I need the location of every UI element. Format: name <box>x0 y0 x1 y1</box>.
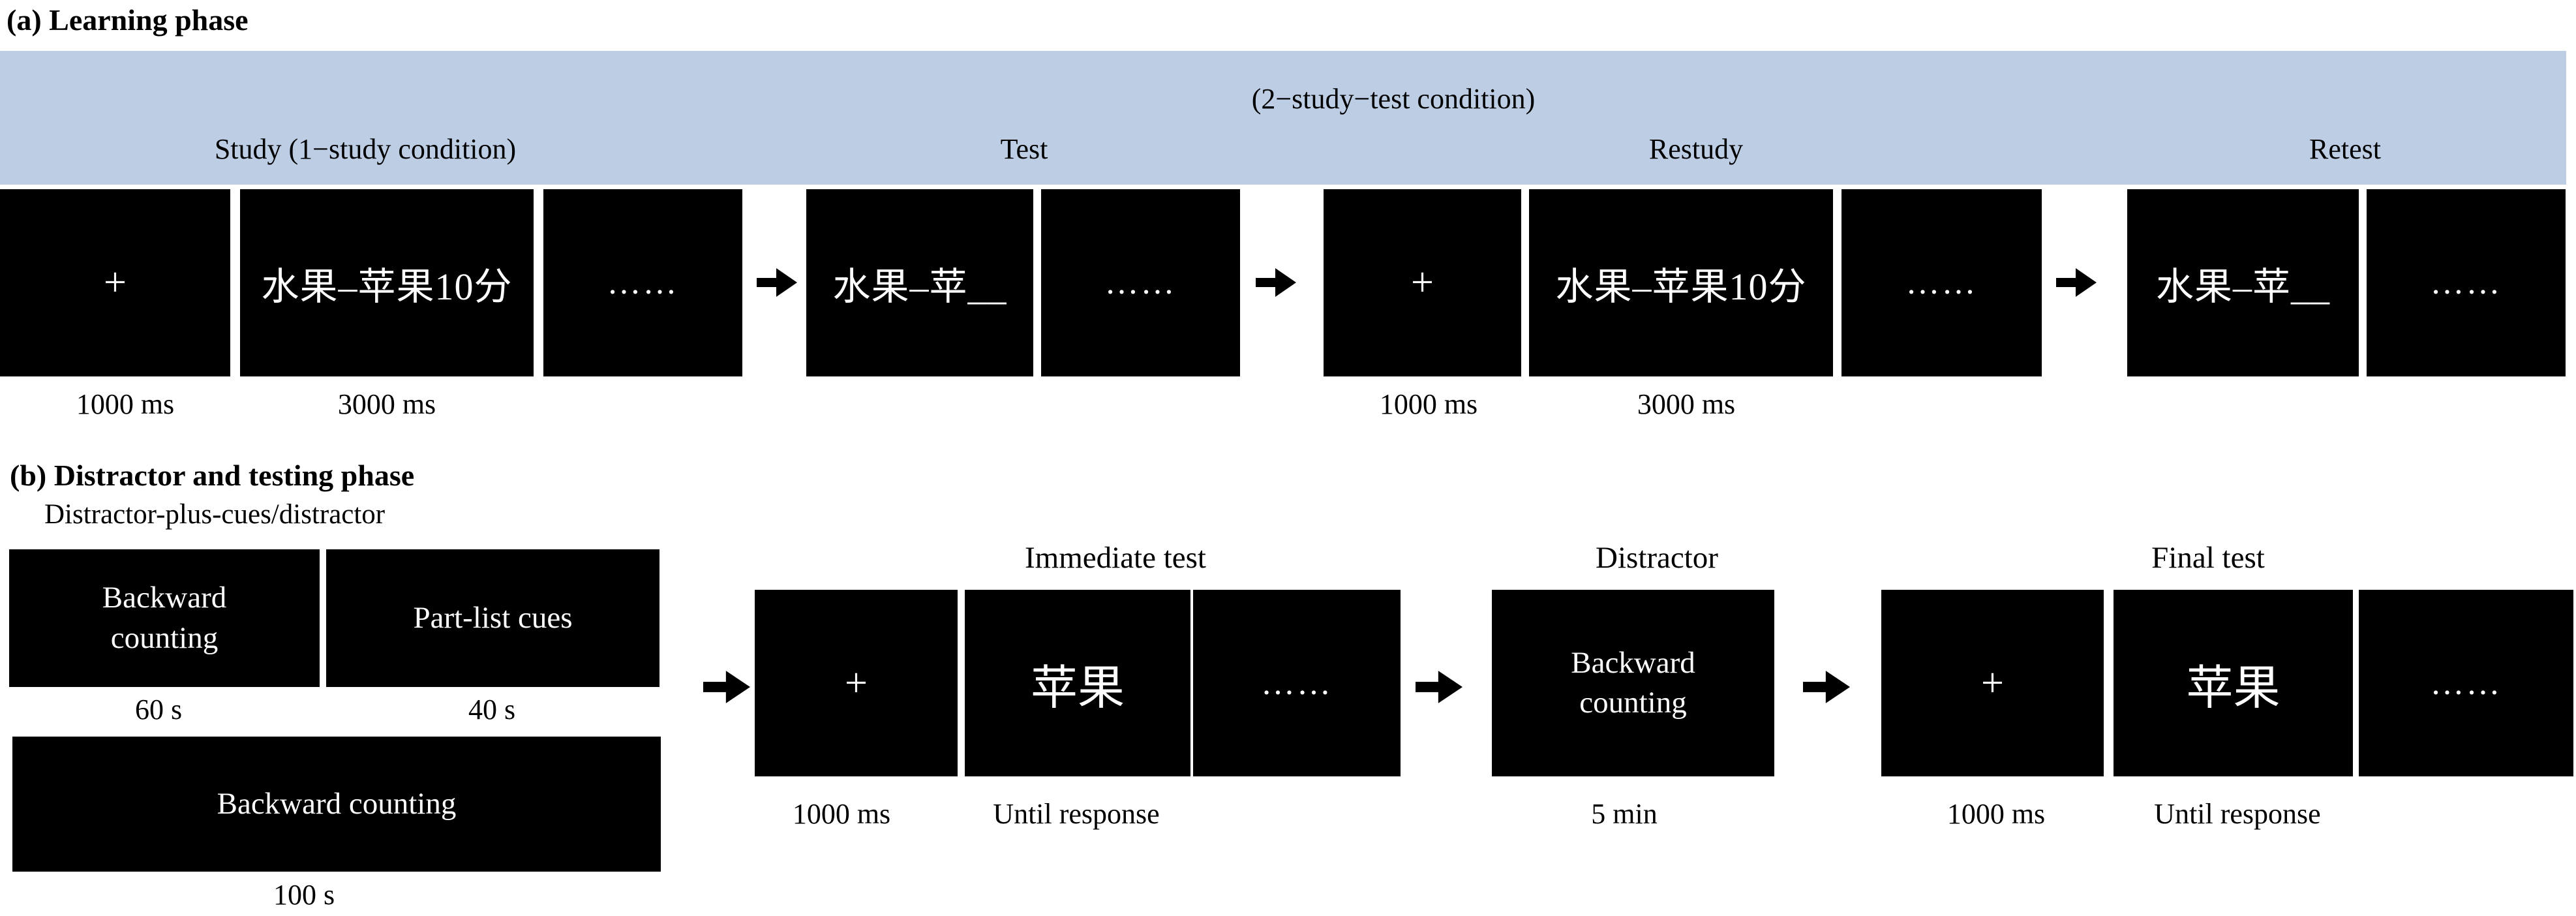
retest-cue-screen: 水果–苹__ <box>2127 189 2359 376</box>
final-fixation-screen: + <box>1881 590 2104 776</box>
distractor-backward-counting-screen: Backward counting <box>1492 590 1774 776</box>
timing-label: 1000 ms <box>1379 388 1478 420</box>
learning-phase-band: Study (1−study condition) Test (2−study−… <box>0 51 2566 185</box>
band-label-test: Test <box>1000 133 1048 165</box>
section-b-subtitle: Distractor-plus-cues/distractor <box>44 499 386 530</box>
timing-label: 1000 ms <box>792 798 891 830</box>
restudy-fixation-screen: + <box>1324 189 1521 376</box>
retest-ellipsis-screen: …… <box>2367 189 2566 376</box>
arrow-right-icon <box>1256 267 1296 298</box>
timing-label: 1000 ms <box>1947 798 2046 830</box>
study-ellipsis-screen: …… <box>543 189 742 376</box>
duration-label: 100 s <box>273 879 335 911</box>
immediate-cue-screen: 苹果 <box>965 590 1190 776</box>
duration-label: 5 min <box>1591 798 1658 830</box>
final-test-title: Final test <box>2151 541 2265 575</box>
backward-counting-screen: Backward counting <box>9 549 320 687</box>
band-label-2-study-test-condition: (2−study−test condition) <box>1251 83 1536 115</box>
timing-label: 3000 ms <box>337 388 436 420</box>
test-ellipsis-screen: …… <box>1041 189 1240 376</box>
section-a-title: (a) Learning phase <box>7 3 249 37</box>
study-pair-screen: 水果–苹果10分 <box>240 189 534 376</box>
band-label-retest: Retest <box>2309 133 2381 165</box>
band-label-study: Study (1−study condition) <box>214 133 517 165</box>
arrow-right-icon <box>1416 670 1462 704</box>
study-fixation-screen: + <box>0 189 230 376</box>
band-label-restudy: Restudy <box>1648 133 1744 165</box>
test-cue-screen: 水果–苹__ <box>806 189 1033 376</box>
restudy-ellipsis-screen: …… <box>1841 189 2042 376</box>
timing-label: Until response <box>2154 798 2321 830</box>
restudy-pair-screen: 水果–苹果10分 <box>1529 189 1833 376</box>
immediate-ellipsis-screen: …… <box>1193 590 1401 776</box>
distractor-title: Distractor <box>1596 541 1718 575</box>
timing-label: 3000 ms <box>1637 388 1736 420</box>
arrow-right-icon <box>2056 267 2097 298</box>
final-ellipsis-screen: …… <box>2359 590 2573 776</box>
duration-label: 40 s <box>468 694 516 725</box>
timing-label: 1000 ms <box>76 388 175 420</box>
arrow-right-icon <box>1803 670 1850 704</box>
duration-label: 60 s <box>134 694 183 725</box>
immediate-test-title: Immediate test <box>1025 541 1206 575</box>
section-b-title: (b) Distractor and testing phase <box>10 459 415 492</box>
immediate-fixation-screen: + <box>755 590 958 776</box>
timing-label: Until response <box>993 798 1160 830</box>
final-cue-screen: 苹果 <box>2114 590 2353 776</box>
arrow-right-icon <box>757 267 797 298</box>
part-list-cues-screen: Part-list cues <box>326 549 659 687</box>
arrow-right-icon <box>703 670 750 704</box>
backward-counting-wide-screen: Backward counting <box>12 737 661 872</box>
